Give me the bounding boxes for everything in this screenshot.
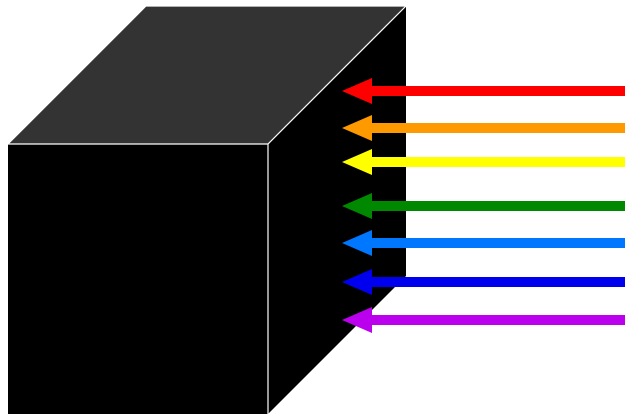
ray-violet-shaft [370, 315, 625, 325]
ray-red-shaft [370, 86, 625, 96]
ray-green-shaft [370, 201, 625, 211]
ray-yellow-shaft [370, 157, 625, 167]
ray-blue-shaft [370, 277, 625, 287]
ray-orange-shaft [370, 123, 625, 133]
ray-light-blue-shaft [370, 238, 625, 248]
cube-front-face [8, 144, 268, 414]
